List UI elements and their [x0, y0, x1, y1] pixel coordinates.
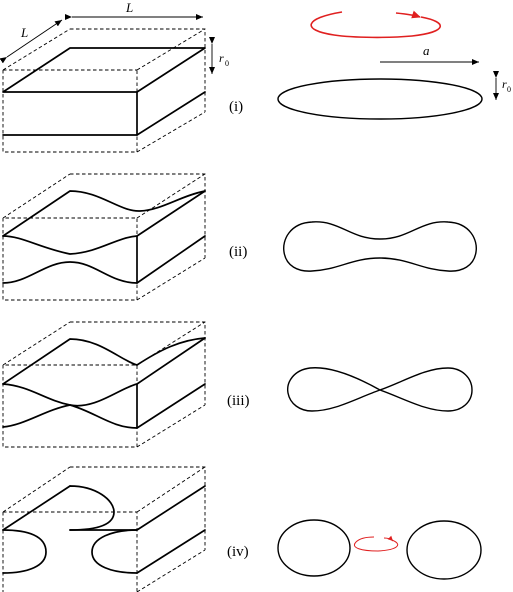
small-rotation-arrow: [354, 535, 399, 552]
a-label: a: [423, 43, 430, 58]
rotation-arrow: [310, 10, 442, 39]
ellipse-cross-section: [277, 78, 483, 120]
r0-ellipse-dimension: r 0: [493, 71, 511, 100]
r0-box-subscript: 0: [225, 59, 229, 68]
figure-eight-cross-section: [287, 367, 473, 412]
L-side-label: L: [20, 25, 28, 40]
right-loop-cross-section: [406, 520, 482, 580]
L-side-dimension: L: [0, 19, 63, 64]
stage-ii-box: [2, 173, 206, 301]
r0-box-label: r: [219, 51, 224, 65]
stage-iv-box: [2, 466, 206, 592]
peanut-cross-section: [283, 221, 477, 272]
a-dimension: a: [380, 43, 479, 65]
stage-iii-box: [2, 321, 206, 448]
stage-label-iii: (iii): [227, 393, 250, 409]
L-top-label: L: [125, 0, 133, 15]
stage-i-box: [2, 28, 206, 153]
stage-label-iv: (iv): [227, 544, 249, 560]
stage-label-ii: (ii): [229, 244, 247, 260]
r0-ellipse-subscript: 0: [507, 85, 511, 94]
stage-label-i: (i): [229, 99, 243, 115]
r0-ellipse-label: r: [502, 77, 507, 91]
L-top-dimension: L: [65, 0, 203, 20]
left-loop-cross-section: [277, 519, 351, 577]
r0-box-dimension: r 0: [209, 37, 229, 74]
